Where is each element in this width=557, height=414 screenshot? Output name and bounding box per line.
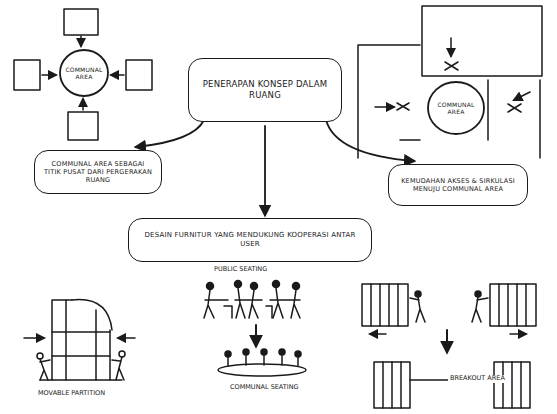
node-text: PENERAPAN KONSEP DALAM RUANG (201, 79, 329, 100)
node-text: COMMUNAL AREA SEBAGAI TITIK PUSAT DARI P… (43, 160, 153, 184)
flow-arrow (326, 120, 414, 161)
movable-partition-sketch (24, 300, 135, 380)
communal-circle: COMMUNAL AREA (428, 82, 484, 134)
sliding-partition-sketch (362, 284, 536, 408)
furniture-box: DESAIN FURNITUR YANG MENDUKUNG KOOPERASI… (128, 218, 372, 262)
seating-sketch (204, 281, 306, 377)
node-text: COMMUNAL AREA (434, 101, 478, 116)
room-diagram-right (358, 6, 542, 158)
room-diagram-left (14, 9, 152, 140)
flow-arrow (136, 120, 204, 147)
communal-circle: COMMUNAL AREA (60, 50, 108, 96)
partition-label: MOVABLE PARTITION (36, 390, 107, 398)
concept-box: PENERAPAN KONSEP DALAM RUANG (188, 58, 342, 122)
node-text: KEMUDAHAN AKSES & SIRKULASI MENUJU COMMU… (397, 177, 519, 193)
note-box: KEMUDAHAN AKSES & SIRKULASI MENUJU COMMU… (388, 164, 528, 206)
node-text: DESAIN FURNITUR YANG MENDUKUNG KOOPERASI… (137, 231, 363, 249)
seating-label: COMMUNAL SEATING (228, 384, 301, 392)
seating-label: PUBLIC SEATING (212, 266, 269, 274)
area-label: BREAKOUT AREA (448, 375, 507, 383)
flow-arrow (264, 126, 266, 215)
note-box: COMMUNAL AREA SEBAGAI TITIK PUSAT DARI P… (34, 150, 162, 194)
node-text: COMMUNAL AREA (65, 66, 102, 81)
